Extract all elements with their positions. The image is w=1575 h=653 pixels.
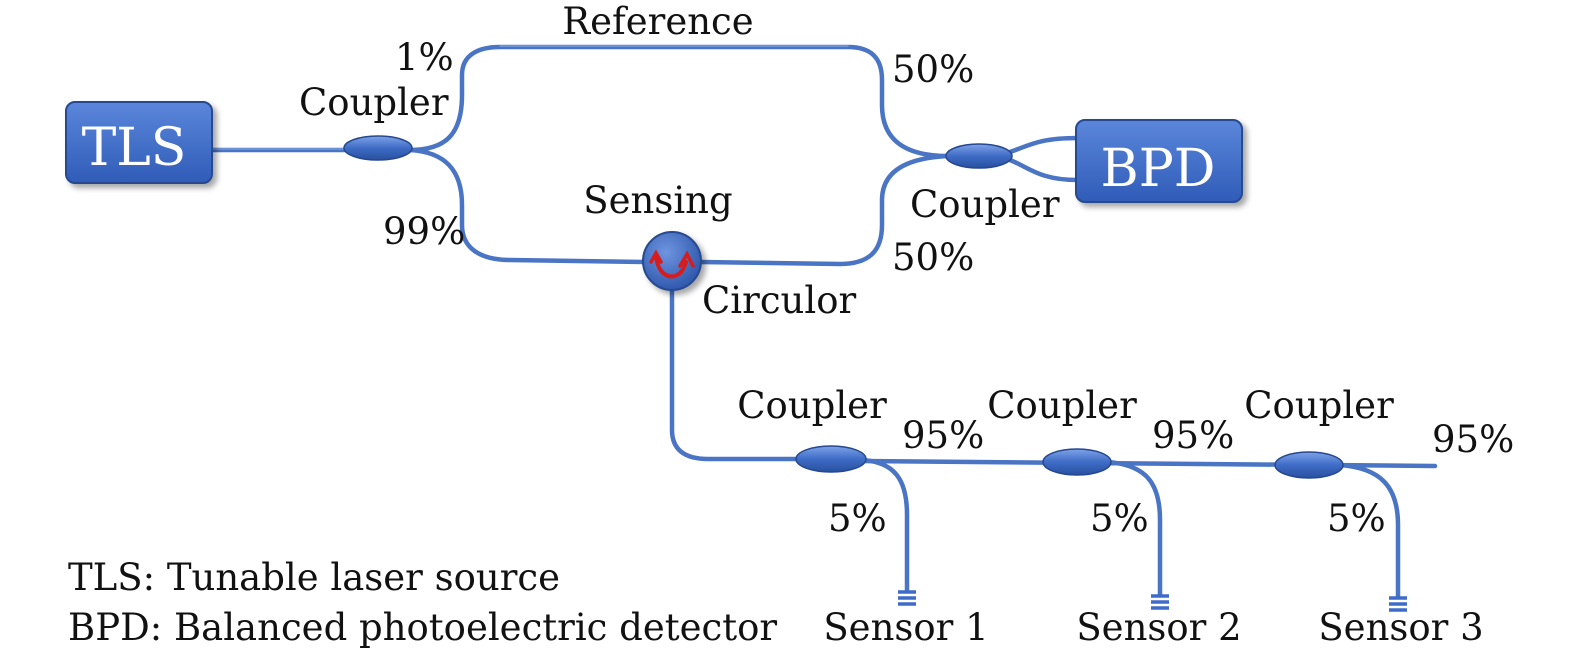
sensor-coupler-1 <box>795 445 867 473</box>
sensor-coupler-2-label: Coupler <box>987 384 1137 427</box>
bpd-box <box>1075 119 1243 203</box>
fiber-tap-1 <box>859 457 910 593</box>
sensor-coupler-3 <box>1274 451 1344 479</box>
sensor-terminations <box>898 590 1407 612</box>
legend-tls: TLS: Tunable laser source <box>68 556 560 599</box>
fiber-sensing-arm <box>407 147 648 265</box>
input-coupler-label: Coupler <box>299 81 449 124</box>
fiber-tap-2 <box>1105 459 1163 598</box>
input-coupler <box>343 135 413 161</box>
legend-bpd: BPD: Balanced photoelectric detector <box>68 606 777 649</box>
output-coupler-label: Coupler <box>910 183 1060 226</box>
fiber-coupler-to-bpd-top <box>1007 135 1081 155</box>
sensor-2-label: Sensor 2 <box>1076 606 1241 649</box>
pass-3-label: 95% <box>1432 418 1514 461</box>
fiber-coupler-to-bpd-bottom <box>1007 157 1081 183</box>
fiber-network <box>209 44 1438 600</box>
sensor-coupler-3-label: Coupler <box>1244 384 1394 427</box>
circulator-arrow-icon <box>649 249 695 279</box>
sensor-3-label: Sensor 3 <box>1318 606 1483 649</box>
tap-3-label: 5% <box>1327 497 1386 540</box>
output-coupler <box>945 143 1013 169</box>
split-99-label: 99% <box>383 210 465 253</box>
circulator-label: Circulor <box>702 279 856 322</box>
circulator <box>642 231 702 291</box>
sensor-2-terminator <box>1151 594 1169 610</box>
fiber-reference-arm <box>407 44 951 159</box>
sensor-1-terminator <box>898 590 916 606</box>
fiber-tap-3 <box>1337 462 1401 600</box>
sensor-3-terminator <box>1389 596 1407 612</box>
sensor-coupler-1-label: Coupler <box>737 384 887 427</box>
sensing-label: Sensing <box>583 179 732 222</box>
tls-box <box>65 101 213 184</box>
sensor-1-label: Sensor 1 <box>823 606 988 649</box>
tap-1-label: 5% <box>828 497 887 540</box>
split-50-top-label: 50% <box>892 48 974 91</box>
tls-label: TLS <box>82 118 187 178</box>
reference-label: Reference <box>562 0 753 43</box>
tap-2-label: 5% <box>1090 497 1149 540</box>
split-1-label: 1% <box>395 36 454 79</box>
pass-1-label: 95% <box>902 414 984 457</box>
sensor-coupler-2 <box>1042 448 1112 476</box>
bpd-label: BPD <box>1101 139 1216 199</box>
split-50-bottom-label: 50% <box>892 236 974 279</box>
fiber-circulator-to-coupler <box>697 153 951 267</box>
fiber-circulator-to-bus <box>669 285 803 462</box>
pass-2-label: 95% <box>1152 414 1234 457</box>
